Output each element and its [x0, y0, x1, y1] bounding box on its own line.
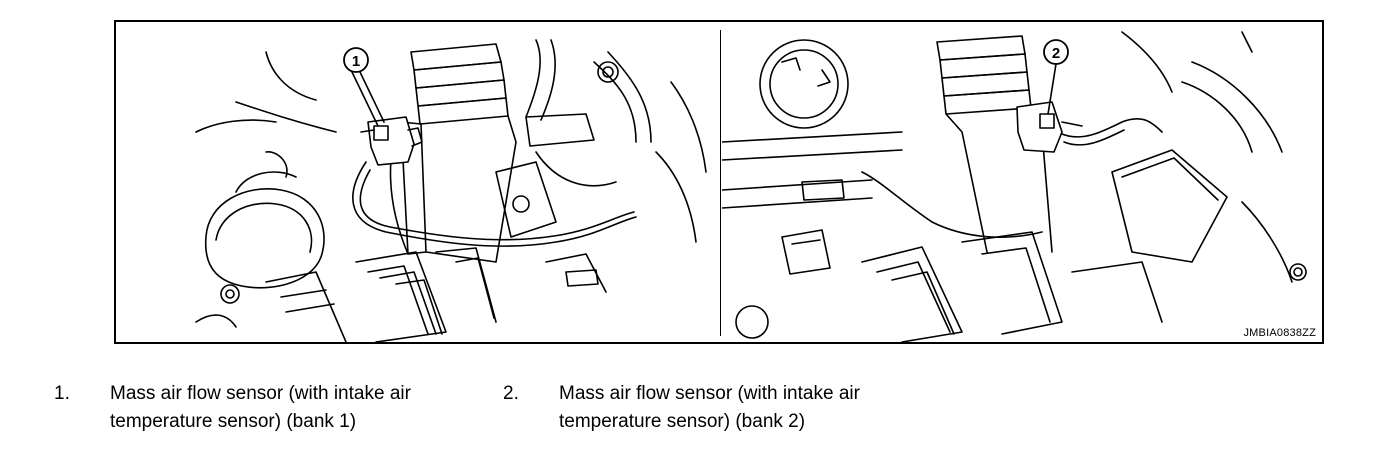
callout-2-label: 2 [1052, 45, 1060, 62]
mass-air-flow-sensor-bank-1 [360, 116, 423, 166]
figure-id: JMBIA0838ZZ [1243, 327, 1316, 339]
engine-bay-drawing-right: 2 [722, 31, 1307, 342]
panel-divider [720, 30, 721, 336]
illustration-frame: 1 [114, 20, 1324, 344]
engine-lower-block-right [861, 231, 1163, 342]
illustration-bank-2: 2 [722, 22, 1322, 342]
engine-bay-drawing-left: 1 [195, 39, 707, 342]
mass-air-flow-sensor-bank-2 [1016, 101, 1083, 153]
illustration-bank-1: 1 [116, 22, 718, 342]
legend-item-2-text: Mass air flow sensor (with intake air te… [559, 383, 860, 432]
legend-item-1-number: 1. [54, 383, 70, 404]
callout-1-label: 1 [352, 53, 360, 70]
engine-lower-block [265, 247, 607, 342]
legend-item-1-text: Mass air flow sensor (with intake air te… [110, 383, 411, 432]
legend-item-2-number: 2. [503, 383, 519, 404]
